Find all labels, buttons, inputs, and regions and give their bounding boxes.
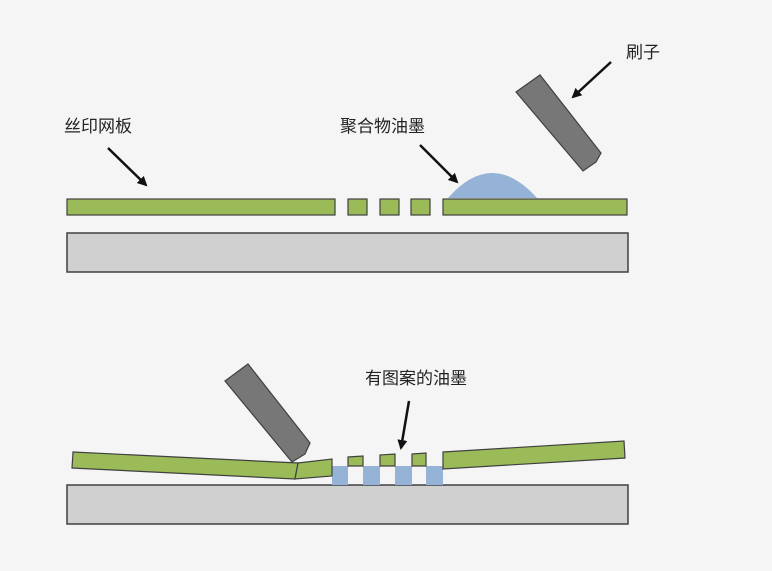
arrow-to-squeegee: [571, 61, 612, 99]
substrate-top: [66, 232, 629, 273]
squeegee-label: 刷子: [626, 43, 660, 63]
ink-deposit: [363, 466, 380, 485]
top-illustration: [66, 61, 629, 273]
polymer-ink-label: 聚合物油墨: [340, 117, 425, 137]
screen-segment: [347, 455, 364, 467]
screen-segment: [66, 198, 336, 216]
screen-segment: [294, 458, 333, 480]
screen-segment: [442, 198, 628, 216]
squeegee-bottom: [224, 363, 311, 463]
screen-segment: [410, 198, 431, 216]
ink-deposit: [426, 466, 443, 485]
arrow-to-patterned-ink: [397, 400, 411, 450]
screen-stencil-top: [66, 198, 628, 216]
arrow-to-ink: [419, 144, 459, 184]
ink-deposit: [395, 466, 412, 485]
screen-segment: [379, 453, 396, 467]
patterned-ink-deposits: [332, 466, 443, 485]
patterned-ink-label: 有图案的油墨: [365, 369, 467, 389]
arrow-to-screen: [107, 147, 148, 187]
ink-deposit: [332, 466, 348, 485]
screen-segment: [379, 198, 400, 216]
polymer-ink-blob: [448, 173, 537, 198]
screen-segment: [411, 452, 427, 467]
screen-label: 丝印网板: [64, 117, 132, 137]
squeegee-top: [515, 74, 602, 172]
screen-stencil-bottom: [71, 440, 626, 480]
screen-segment: [347, 198, 368, 216]
substrate-bottom: [66, 484, 629, 525]
screen-segment: [442, 440, 626, 470]
bottom-illustration: [66, 363, 629, 525]
